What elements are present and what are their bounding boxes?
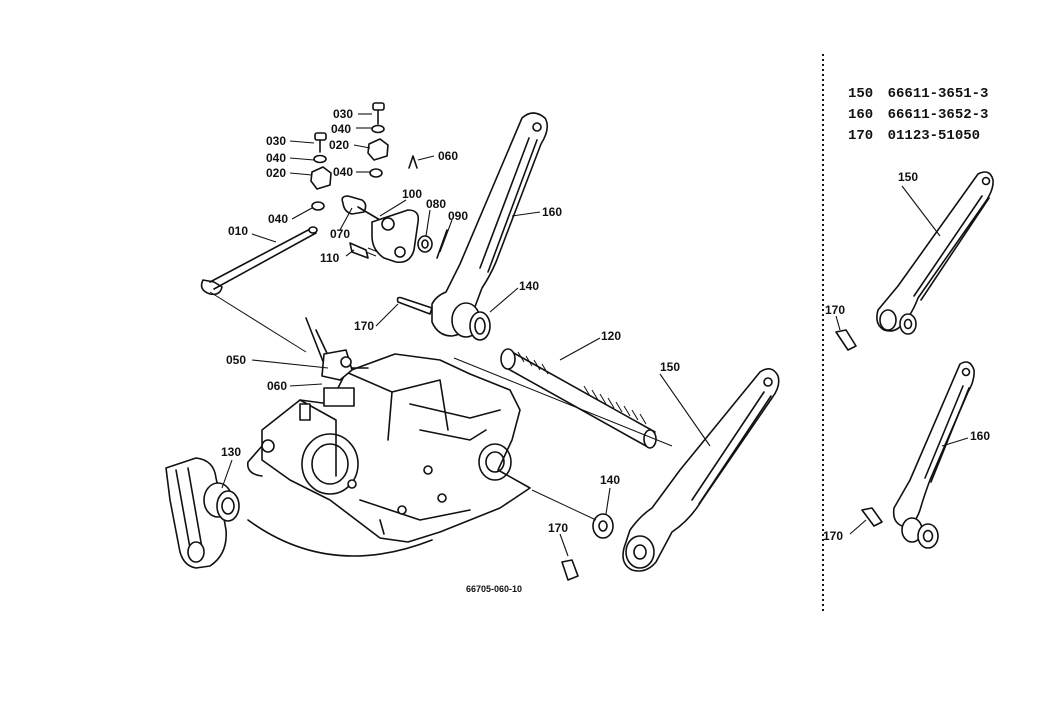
lift-arm-160 <box>396 112 549 341</box>
lift-arm-130 <box>165 457 240 569</box>
drawing-number: 66705-060-10 <box>466 584 522 594</box>
side-view-arm-150: 150 170 <box>825 170 994 351</box>
part-number: 01123-51050 <box>888 128 980 144</box>
callout-150: 150 <box>660 360 680 374</box>
splined-shaft-120 <box>453 348 673 449</box>
part-number: 66611-3652-3 <box>888 107 989 123</box>
callout-140: 140 <box>519 279 539 293</box>
callout-070: 070 <box>330 227 350 241</box>
hydraulic-housing <box>246 353 531 543</box>
callout-170: 170 <box>354 319 374 333</box>
callout-040: 040 <box>333 165 353 179</box>
callout-060: 060 <box>438 149 458 163</box>
side-callout-170: 170 <box>823 529 843 543</box>
callout-090: 090 <box>448 209 468 223</box>
side-callout-170: 170 <box>825 303 845 317</box>
callout-010: 010 <box>228 224 248 238</box>
parts-ref: 160 <box>848 107 873 123</box>
callout-120: 120 <box>601 329 621 343</box>
top-hardware-stack-left <box>310 132 332 211</box>
pin-060-top <box>408 155 418 169</box>
callout-170: 170 <box>548 521 568 535</box>
callout-060: 060 <box>267 379 287 393</box>
callout-020: 020 <box>266 166 286 180</box>
top-hardware-stack-right <box>367 102 389 178</box>
parts-ref: 150 <box>848 86 873 102</box>
control-lever-assembly <box>341 195 448 264</box>
parts-list: 150 66611-3651-3 160 66611-3652-3 170 01… <box>848 86 988 144</box>
callout-130: 130 <box>221 445 241 459</box>
linkage-rod <box>200 226 318 353</box>
callout-040: 040 <box>331 122 351 136</box>
callout-040: 040 <box>266 151 286 165</box>
parts-ref: 170 <box>848 128 873 144</box>
svg-text:170 01123-51050: 170 01123-51050 <box>848 128 980 144</box>
lift-arm-150 <box>531 368 780 581</box>
svg-text:150 66611-3651-3: 150 66611-3651-3 <box>848 86 988 102</box>
callout-080: 080 <box>426 197 446 211</box>
side-callout-150: 150 <box>898 170 918 184</box>
callout-020: 020 <box>329 138 349 152</box>
side-callout-160: 160 <box>970 429 990 443</box>
callout-040: 040 <box>268 212 288 226</box>
callout-140: 140 <box>600 473 620 487</box>
callout-160: 160 <box>542 205 562 219</box>
svg-text:160 66611-3652-3: 160 66611-3652-3 <box>848 107 988 123</box>
callout-100: 100 <box>402 187 422 201</box>
part-number: 66611-3651-3 <box>888 86 989 102</box>
side-view-arm-160: 160 170 <box>823 361 990 549</box>
callout-030: 030 <box>266 134 286 148</box>
control-arm-050 <box>305 317 369 381</box>
callout-110: 110 <box>320 251 340 265</box>
callout-050: 050 <box>226 353 246 367</box>
callout-030: 030 <box>333 107 353 121</box>
main-exploded-view: 030 040 020 040 030 040 020 040 060 100 … <box>165 102 780 594</box>
o-ring-seal <box>247 519 433 557</box>
callout-leaders <box>221 113 711 557</box>
